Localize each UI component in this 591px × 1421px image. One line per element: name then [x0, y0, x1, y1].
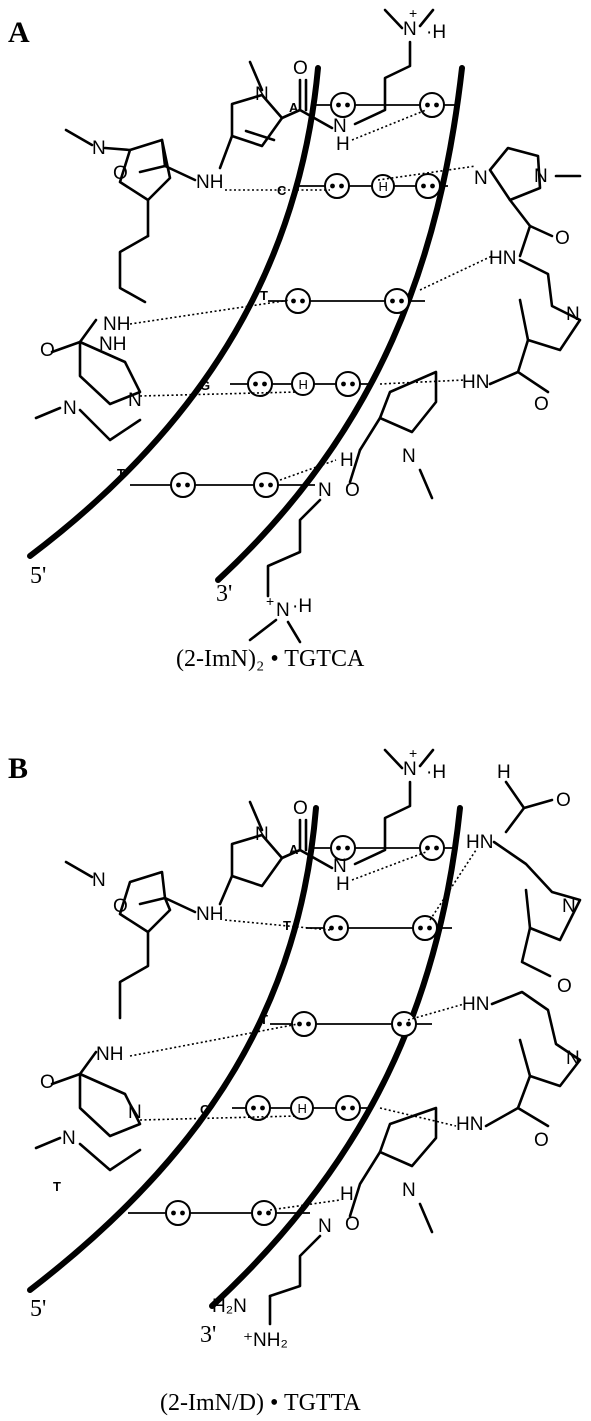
end-label-3prime: 3' — [200, 1322, 216, 1348]
svg-text:O: O — [556, 790, 571, 811]
svg-text:N: N — [255, 824, 269, 845]
svg-text:H: H — [336, 134, 350, 155]
svg-text:N: N — [562, 896, 576, 917]
svg-text:N: N — [255, 84, 269, 105]
ligand-right: N N O HN N O HN N O H N — [248, 146, 582, 644]
ammonium-n: N — [403, 19, 417, 40]
panel-a: A H H A C T G T — [8, 5, 582, 672]
svg-text:+: + — [409, 5, 417, 21]
panel-caption: (2-ImN)₂ • TGTCA — [176, 646, 365, 672]
svg-text:N: N — [128, 1102, 142, 1123]
base-label: C — [277, 183, 287, 198]
svg-text:·H: ·H — [426, 22, 446, 43]
svg-text:NH: NH — [196, 904, 223, 925]
svg-text:HN: HN — [456, 1114, 483, 1135]
svg-text:NH: NH — [196, 172, 223, 193]
svg-text:O: O — [345, 480, 360, 501]
panel-letter: B — [8, 752, 28, 785]
svg-text:N: N — [318, 480, 332, 501]
ligand-left: N + ·H N H O N NH O N NH O — [34, 745, 446, 1172]
svg-text:NH: NH — [99, 334, 126, 355]
panel-letter: A — [8, 16, 30, 49]
base-label: A — [289, 842, 299, 857]
svg-text:N: N — [333, 856, 347, 877]
end-label-5prime: 5' — [30, 563, 46, 589]
svg-text:N: N — [402, 446, 416, 467]
svg-text:H: H — [340, 1184, 354, 1205]
svg-text:N: N — [318, 1216, 332, 1237]
base-label: G — [200, 378, 210, 393]
hydrogen-bonds — [129, 109, 493, 481]
svg-text:HN: HN — [462, 372, 489, 393]
panel-caption: (2-ImN/D) • TGTTA — [160, 1390, 361, 1416]
svg-text:N: N — [128, 390, 142, 411]
svg-text:N: N — [402, 1180, 416, 1201]
hydrogen-bonds — [129, 849, 477, 1211]
svg-text:O: O — [557, 976, 572, 997]
base-label: T — [260, 1012, 268, 1027]
end-label-5prime: 5' — [30, 1296, 46, 1322]
svg-text:N: N — [63, 398, 77, 419]
svg-text:O: O — [40, 1072, 55, 1093]
hydrogen-marker: H — [299, 377, 308, 392]
ligand-right: H O HN N O HN N O HN N O H N H₂N — [212, 762, 582, 1351]
hydrogen-marker: H — [379, 179, 388, 194]
strand-3prime — [209, 805, 463, 1309]
svg-text:NH: NH — [96, 1044, 123, 1065]
base-label: T — [283, 918, 291, 933]
svg-text:HN: HN — [462, 994, 489, 1015]
imidazole-n: N — [474, 168, 488, 189]
svg-text:·H: ·H — [292, 596, 312, 617]
ammonium-n: N — [276, 600, 290, 621]
hydrogen-marker: H — [298, 1101, 307, 1116]
base-label: T — [260, 288, 268, 303]
ligand-left: N + ·H N H O N NH O — [34, 5, 446, 442]
svg-text:O: O — [293, 798, 308, 819]
end-label-3prime: 3' — [216, 581, 232, 607]
svg-text:N: N — [62, 1128, 76, 1149]
strand-3prime — [215, 65, 465, 583]
panel-b: B H A T T G T N + — [8, 745, 582, 1416]
base-label: G — [200, 1102, 210, 1117]
svg-text:O: O — [534, 394, 549, 415]
svg-text:H: H — [336, 874, 350, 895]
svg-text:N: N — [566, 1048, 580, 1069]
svg-text:N: N — [403, 759, 417, 780]
svg-text:NH: NH — [103, 314, 130, 335]
svg-text:N: N — [92, 870, 106, 891]
svg-text:O: O — [40, 340, 55, 361]
svg-text:N: N — [534, 166, 548, 187]
svg-text:N: N — [566, 304, 580, 325]
svg-text:N: N — [333, 116, 347, 137]
formyl-h: H — [497, 762, 511, 783]
svg-text:O: O — [534, 1130, 549, 1151]
svg-text:·H: ·H — [426, 762, 446, 783]
base-label: T — [53, 1179, 61, 1194]
svg-text:N: N — [92, 138, 106, 159]
svg-text:O: O — [345, 1214, 360, 1235]
base-label: A — [289, 100, 299, 115]
strand-5prime — [27, 805, 319, 1293]
amide-h: H — [340, 450, 354, 471]
base-pair-rungs: H — [128, 835, 457, 1226]
amidine-h2n: H₂N — [212, 1296, 247, 1317]
svg-text:O: O — [555, 228, 570, 249]
base-label: T — [117, 466, 125, 481]
svg-text:O: O — [293, 58, 308, 79]
amide-hn: HN — [466, 832, 493, 853]
base-pair-rungs: H H — [130, 92, 457, 498]
amide-hn: HN — [489, 248, 516, 269]
strand-5prime — [27, 65, 321, 559]
svg-text:+: + — [409, 745, 417, 761]
svg-text:+: + — [266, 593, 274, 609]
amidine-nh2: ⁺NH₂ — [243, 1330, 288, 1351]
